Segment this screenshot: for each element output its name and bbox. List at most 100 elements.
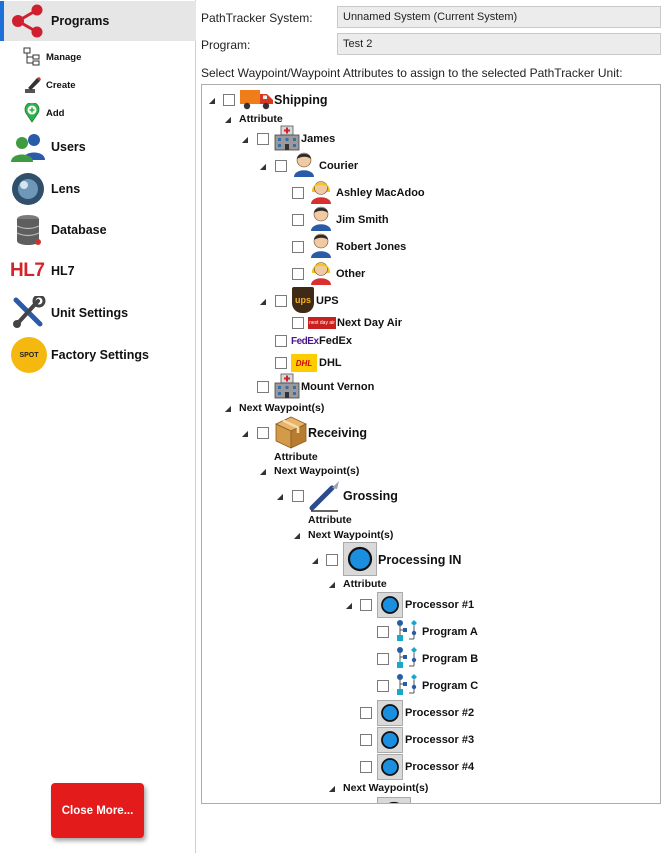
collapse-arrow-icon[interactable]: ◢: [276, 491, 284, 501]
collapse-arrow-icon[interactable]: ◢: [311, 555, 319, 565]
checkbox[interactable]: [292, 187, 304, 199]
hospital-icon: [274, 373, 300, 399]
checkbox[interactable]: [275, 295, 287, 307]
checkbox[interactable]: [257, 381, 269, 393]
collapse-arrow-icon[interactable]: ◢: [328, 783, 336, 793]
tree-label-james: James: [301, 133, 336, 145]
lens-icon: [12, 173, 44, 205]
nav-sub-create[interactable]: Create: [18, 73, 168, 97]
waypoint-tree[interactable]: ◢ Shipping ◢ Attribute ◢ James ◢: [201, 84, 661, 804]
nav-programs[interactable]: Programs: [0, 1, 196, 41]
checkbox[interactable]: [360, 707, 372, 719]
nav-lens[interactable]: Lens: [0, 169, 196, 209]
checkbox[interactable]: [275, 335, 287, 347]
collapse-arrow-icon[interactable]: ◢: [259, 161, 267, 171]
next-day-air-icon: next day air: [308, 317, 336, 329]
checkbox[interactable]: [275, 357, 287, 369]
tree-label-attribute: Attribute: [308, 514, 352, 526]
nav-sub-create-label: Create: [46, 79, 76, 91]
processor-icon: [377, 727, 403, 753]
collapse-arrow-icon[interactable]: ◢: [293, 530, 301, 540]
nav-sub-manage[interactable]: Manage: [18, 45, 168, 69]
nav-factory-settings[interactable]: SPOT Factory Settings: [0, 335, 196, 375]
collapse-arrow-icon[interactable]: ◢: [328, 579, 336, 589]
dhl-logo-text: DHL: [295, 358, 313, 368]
tree-label-shipping: Shipping: [274, 93, 328, 107]
nav-users[interactable]: Users: [0, 127, 196, 167]
tree-label-processor-2: Processor #2: [405, 707, 475, 719]
tree-structure-icon: [23, 47, 40, 66]
tree-label-other: Other: [336, 268, 366, 280]
fedex-logo-icon: FedEx: [291, 332, 319, 350]
tree-label-next-waypoints: Next Waypoint(s): [239, 402, 325, 414]
collapse-arrow-icon[interactable]: ◢: [241, 428, 249, 438]
checkbox[interactable]: [257, 133, 269, 145]
checkbox[interactable]: [223, 94, 235, 106]
female-person-icon: [311, 181, 331, 204]
workflow-icon: [397, 674, 417, 695]
tree-label-attribute: Attribute: [343, 578, 387, 590]
tree-label-robert: Robert Jones: [336, 241, 407, 253]
tree-label-next-day-air: Next Day Air: [337, 317, 403, 329]
tree-label-processor-4: Processor #4: [405, 761, 475, 773]
collapse-arrow-icon[interactable]: ◢: [208, 95, 216, 105]
box-icon: [275, 416, 307, 449]
tree-label-processor-3: Processor #3: [405, 734, 475, 746]
tree-label-next-waypoints: Next Waypoint(s): [308, 529, 394, 541]
checkbox[interactable]: [292, 317, 304, 329]
tree-label-courier: Courier: [319, 160, 359, 172]
collapse-arrow-icon[interactable]: ◢: [224, 403, 232, 413]
checkbox[interactable]: [377, 680, 389, 692]
checkbox[interactable]: [292, 490, 304, 502]
person-icon: [294, 152, 314, 177]
checkbox[interactable]: [292, 241, 304, 253]
checkbox[interactable]: [292, 268, 304, 280]
checkbox[interactable]: [275, 160, 287, 172]
person-icon: [311, 206, 331, 231]
tree-label-ashley: Ashley MacAdoo: [336, 187, 425, 199]
tree-label-attribute: Attribute: [274, 451, 318, 463]
tree-label-processing-in: Processing IN: [378, 553, 462, 567]
collapse-arrow-icon[interactable]: ◢: [259, 296, 267, 306]
nav-database-label: Database: [51, 223, 107, 237]
tree-label-mount-vernon: Mount Vernon: [301, 381, 375, 393]
tree-label-program-b: Program B: [422, 653, 479, 665]
nav-users-label: Users: [51, 140, 86, 154]
workflow-icon: [397, 620, 417, 641]
system-select[interactable]: Unnamed System (Current System): [337, 6, 661, 28]
checkbox[interactable]: [360, 734, 372, 746]
collapse-arrow-icon[interactable]: ◢: [259, 466, 267, 476]
processor-icon: [377, 797, 411, 803]
tree-label-processor-1: Processor #1: [405, 599, 475, 611]
add-location-icon: [24, 103, 40, 123]
nav-sub-add-label: Add: [46, 107, 65, 119]
pencil-icon: [25, 77, 41, 93]
close-more-button[interactable]: Close More...: [51, 783, 144, 838]
nav-unit-settings[interactable]: Unit Settings: [0, 293, 196, 333]
nav-hl7[interactable]: HL7 HL7: [0, 251, 196, 291]
nav-factory-settings-label: Factory Settings: [51, 348, 149, 362]
checkbox[interactable]: [326, 554, 338, 566]
checkbox[interactable]: [257, 427, 269, 439]
checkbox[interactable]: [360, 761, 372, 773]
program-field[interactable]: Test 2: [337, 33, 661, 55]
collapse-arrow-icon[interactable]: ◢: [345, 600, 353, 610]
nav-sub-add[interactable]: Add: [18, 101, 168, 125]
tree-label-grossing: Grossing: [343, 489, 398, 503]
processor-icon: [377, 700, 403, 726]
spot-logo-icon: SPOT: [11, 337, 47, 373]
collapse-arrow-icon[interactable]: ◢: [241, 134, 249, 144]
program-label: Program:: [201, 38, 251, 52]
tree-label-fedex: FedEx: [319, 335, 353, 347]
tree-label-ups: UPS: [316, 295, 339, 307]
checkbox[interactable]: [292, 214, 304, 226]
collapse-arrow-icon[interactable]: ◢: [224, 114, 232, 124]
processor-icon: [343, 542, 377, 576]
ups-logo-text: ups: [294, 295, 311, 305]
nav-sub-manage-label: Manage: [46, 51, 82, 63]
checkbox[interactable]: [377, 653, 389, 665]
nav-database[interactable]: Database: [0, 210, 196, 250]
database-icon: [16, 215, 41, 245]
checkbox[interactable]: [360, 599, 372, 611]
checkbox[interactable]: [377, 626, 389, 638]
